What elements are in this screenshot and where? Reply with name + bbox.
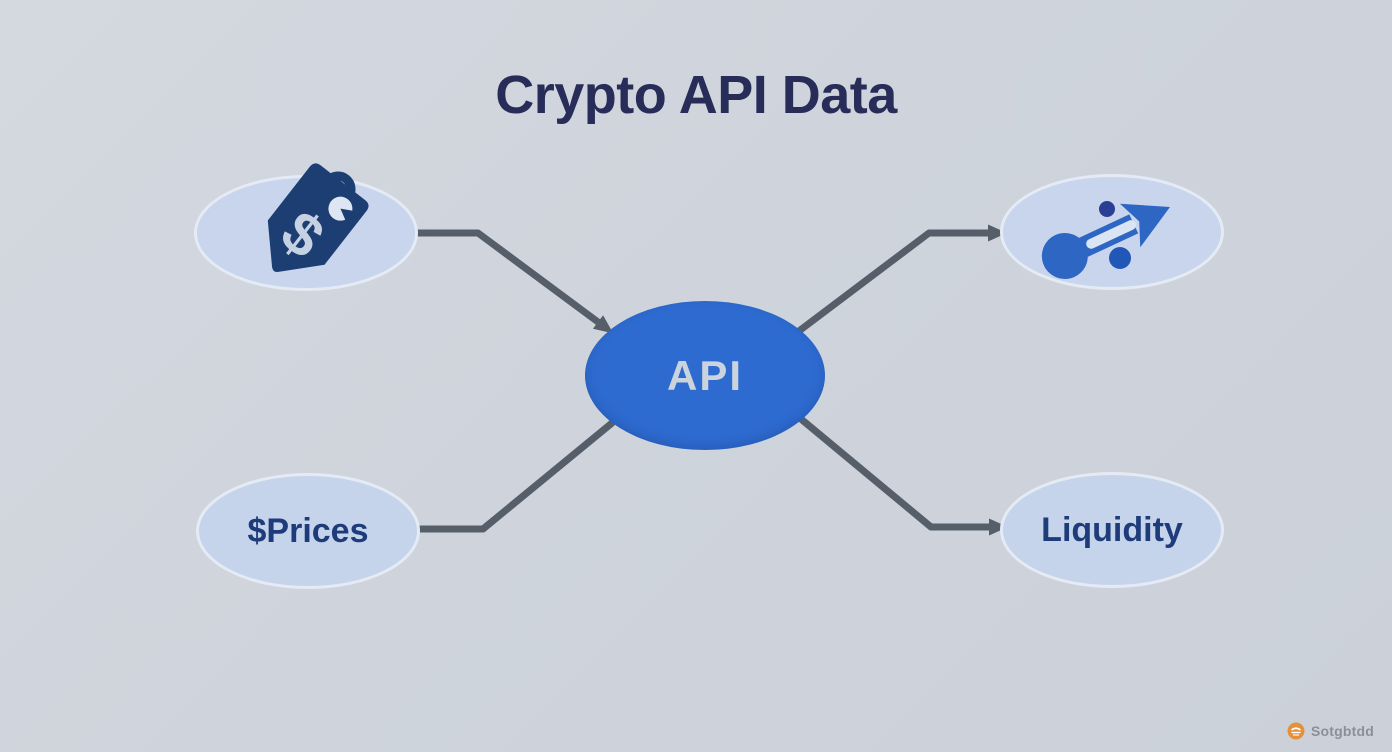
node-api-label: API	[666, 351, 743, 399]
node-prices-label: $Prices	[247, 511, 369, 550]
node-trend[interactable]	[1000, 174, 1224, 290]
price-tag-dollar-icon: $	[267, 163, 369, 272]
arrowhead-into-api	[592, 315, 614, 334]
trend-dot-bottom	[1109, 247, 1131, 269]
diagram-title: Crypto API Data	[495, 65, 897, 125]
connector-pricetag-to-api	[414, 229, 602, 326]
arrowhead-into-trend	[988, 224, 1007, 242]
arrowhead-into-liquidity	[989, 518, 1008, 536]
orange-logo-icon	[1287, 722, 1305, 740]
watermark: Sotgbtdd	[1287, 722, 1374, 740]
node-price-tag[interactable]: $	[194, 163, 418, 291]
connector-api-to-trend	[795, 229, 992, 335]
trending-up-arrow-icon	[1041, 201, 1171, 279]
trend-dot-top	[1099, 201, 1115, 217]
watermark-text: Sotgbtdd	[1310, 723, 1374, 739]
node-liquidity-label: Liquidity	[1041, 510, 1183, 549]
node-liquidity[interactable]: Liquidity	[1000, 472, 1224, 588]
connector-prices-to-api	[416, 419, 616, 533]
node-api[interactable]: API	[585, 301, 825, 450]
node-prices[interactable]: $Prices	[196, 473, 420, 589]
connector-api-to-liquidity	[797, 415, 993, 531]
